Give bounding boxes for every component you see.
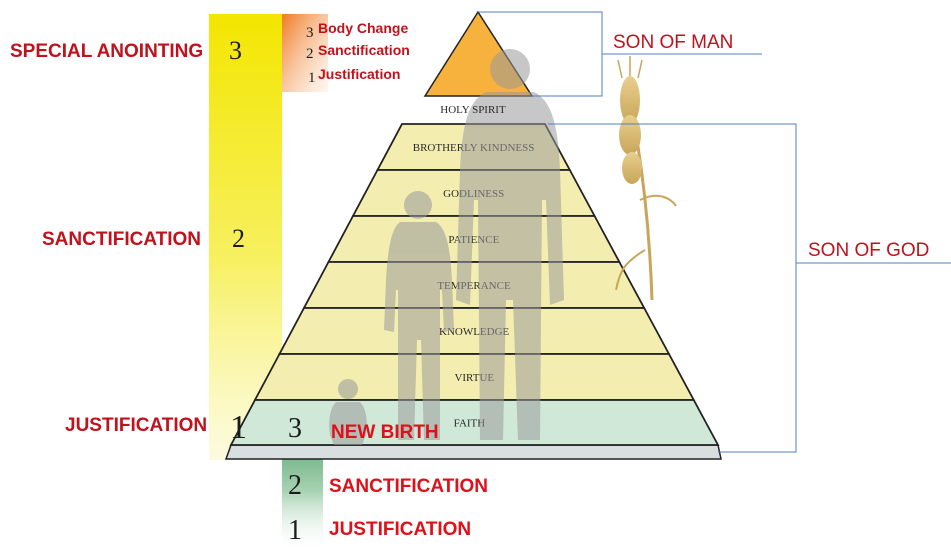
son-of-man-label: SON OF MAN — [613, 32, 733, 53]
child-silhouette — [384, 191, 454, 440]
wheat-icon — [615, 56, 677, 301]
mini-list-number-2: 2 — [306, 46, 314, 62]
mini-list-label-sanctification: Sanctification — [318, 42, 410, 58]
special-anointing-label: SPECIAL ANOINTING — [10, 41, 203, 62]
sanctification-number: 2 — [232, 224, 245, 253]
mini-list-label-justification: Justification — [318, 66, 400, 82]
holy-spirit-label: HOLY SPIRIT — [440, 104, 506, 116]
pyramid-level-label-faith: FAITH — [454, 418, 486, 430]
baby-silhouette — [329, 379, 367, 445]
justification-label: JUSTIFICATION — [65, 415, 207, 436]
bottom-list-label-sanctification: SANCTIFICATION — [329, 476, 488, 497]
bottom-list-label-new-birth: NEW BIRTH — [331, 422, 439, 443]
bottom-list-number-3: 3 — [288, 413, 302, 444]
mini-list-number-1: 1 — [308, 70, 316, 86]
bottom-list-label-justification: JUSTIFICATION — [329, 519, 471, 540]
son-of-god-label: SON OF GOD — [808, 240, 929, 261]
mini-list-number-3: 3 — [306, 25, 314, 41]
bottom-list-number-2: 2 — [288, 470, 302, 501]
pyramid-base-plate — [224, 444, 722, 460]
bottom-list-number-1: 1 — [288, 515, 302, 546]
sanctification-label: SANCTIFICATION — [42, 229, 201, 250]
son-of-god-bracket — [548, 123, 797, 453]
adult-silhouette — [456, 49, 564, 440]
justification-number: 1 — [230, 409, 247, 446]
bottom-list: 3 NEW BIRTH 2 SANCTIFICATION 1 JUSTIFICA… — [288, 413, 488, 546]
top-mini-list: 3 Body Change 2 Sanctification 1 Justifi… — [306, 20, 410, 86]
body-change-orange-bar — [282, 14, 328, 92]
special-anointing-number: 3 — [229, 36, 242, 65]
mini-list-label-body-change: Body Change — [318, 20, 408, 36]
